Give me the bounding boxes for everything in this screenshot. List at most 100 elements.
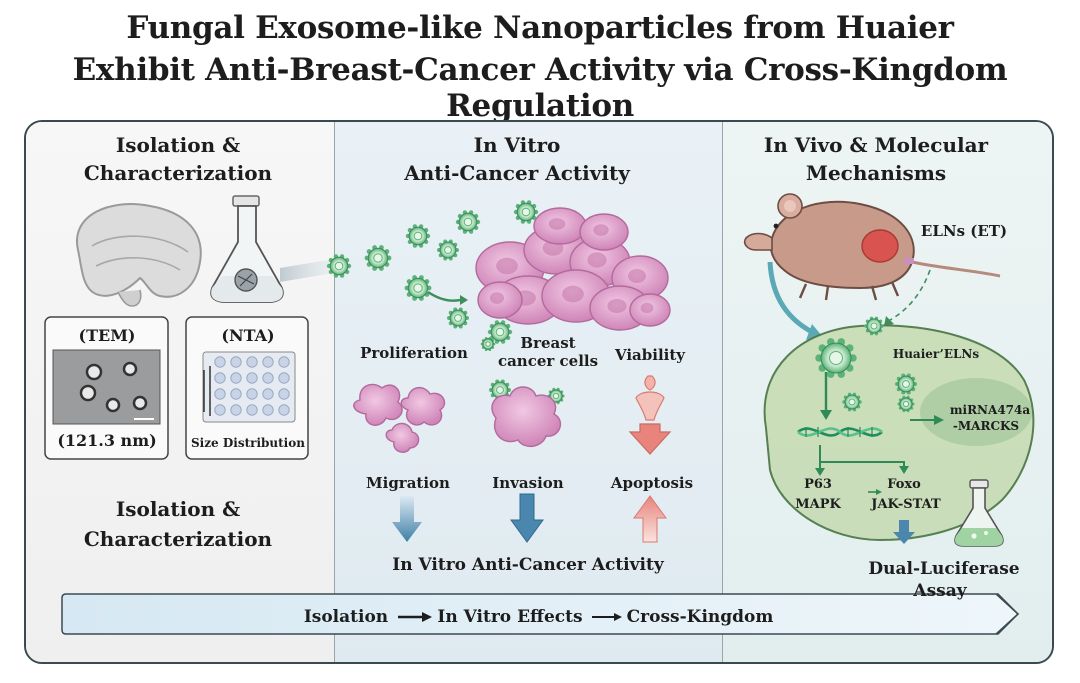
flow-step-isolation: Isolation bbox=[304, 607, 388, 627]
huaier-elns-label: Huaier’ELNs bbox=[893, 347, 980, 361]
nanoparticle bbox=[404, 275, 432, 301]
nanoparticle bbox=[437, 239, 459, 261]
transport-arrow bbox=[767, 261, 814, 335]
uptake-arrowhead bbox=[460, 295, 468, 305]
invasion-down-arrow bbox=[510, 493, 544, 543]
apoptosis-up-arrow bbox=[633, 495, 667, 543]
isolation-footer-l1: Isolation & bbox=[116, 497, 240, 521]
nucleus bbox=[920, 378, 1032, 446]
nanoparticle bbox=[455, 210, 481, 234]
cancer-cell bbox=[629, 293, 671, 327]
uptake-dashed-arrow bbox=[889, 269, 931, 321]
breast-cells-label-l2: cancer cells bbox=[498, 352, 598, 370]
nta-well bbox=[278, 388, 290, 400]
mirna-label-l2: -MARCKS bbox=[953, 419, 1019, 433]
in-vivo-heading-l1: In Vivo & Molecular bbox=[764, 133, 989, 157]
flow-step-in-vitro: In Vitro Effects bbox=[437, 607, 582, 627]
uptake-arrow bbox=[427, 290, 461, 302]
nta-well bbox=[246, 356, 258, 368]
nta-well bbox=[262, 404, 274, 416]
nanoparticle bbox=[364, 245, 392, 271]
tumor bbox=[861, 229, 899, 263]
mirna-label-l1: miRNA474a bbox=[950, 403, 1031, 417]
apoptosis-label: Apoptosis bbox=[610, 474, 693, 492]
assay-label-l1: Dual-Luciferase bbox=[868, 559, 1019, 579]
in-vivo-heading-l2: Mechanisms bbox=[806, 161, 946, 185]
nta-well bbox=[278, 356, 290, 368]
cancer-cell bbox=[579, 213, 629, 251]
flow-step-cross-kingdom: Cross-Kingdom bbox=[627, 607, 774, 627]
dna-helix-icon bbox=[797, 427, 883, 437]
nta-caption: Size Distribution bbox=[191, 436, 305, 450]
nta-well bbox=[262, 356, 274, 368]
nanoparticle bbox=[480, 336, 496, 352]
nta-well bbox=[230, 404, 242, 416]
nta-well bbox=[230, 356, 242, 368]
nanoparticle bbox=[487, 320, 513, 344]
isolation-heading-l2: Characterization bbox=[84, 161, 273, 185]
assay-flask-icon bbox=[954, 479, 1004, 547]
migration-down-arrow bbox=[392, 496, 422, 542]
viability-label: Viability bbox=[614, 346, 686, 364]
p63-label: P63 bbox=[804, 477, 832, 492]
nta-plate bbox=[202, 351, 296, 423]
nanoparticle bbox=[864, 316, 884, 336]
proliferation-label: Proliferation bbox=[360, 344, 468, 362]
viability-icon bbox=[628, 375, 672, 455]
isolation-footer-l2: Characterization bbox=[84, 527, 273, 551]
tem-vesicles bbox=[79, 361, 148, 413]
mouse-icon bbox=[743, 193, 1001, 301]
nta-well bbox=[262, 372, 274, 384]
nta-well bbox=[214, 372, 226, 384]
in-vitro-heading-l1: In Vitro bbox=[474, 133, 561, 157]
tem-label: (TEM) bbox=[79, 326, 136, 345]
foxo-label: Foxo bbox=[887, 477, 921, 492]
nta-well bbox=[246, 372, 258, 384]
nanoparticle bbox=[447, 307, 469, 329]
breast-cancer-cell-cluster bbox=[475, 207, 671, 331]
isolation-heading-l1: Isolation & bbox=[116, 133, 240, 157]
nta-well bbox=[214, 404, 226, 416]
in-vitro-footer: In Vitro Anti-Cancer Activity bbox=[392, 555, 665, 575]
mapk-label: MAPK bbox=[795, 497, 841, 512]
pathway-bracket bbox=[819, 445, 905, 468]
figure-title-line-1: Fungal Exosome-like Nanoparticles from H… bbox=[126, 10, 954, 46]
migration-label: Migration bbox=[366, 474, 450, 492]
nta-well bbox=[230, 388, 242, 400]
huaier-fungus-icon bbox=[75, 203, 202, 307]
nta-well bbox=[262, 388, 274, 400]
nta-label: (NTA) bbox=[221, 326, 274, 345]
nta-wells bbox=[214, 356, 290, 416]
nta-well bbox=[214, 388, 226, 400]
migration-cells bbox=[353, 383, 446, 453]
tem-image bbox=[52, 349, 161, 425]
cancer-cell bbox=[477, 281, 523, 319]
transfer-beam bbox=[280, 258, 340, 282]
cancer-cell bbox=[533, 207, 587, 245]
nanoparticle bbox=[326, 254, 352, 278]
nanoparticle bbox=[513, 200, 539, 224]
tem-size-label: (121.3 nm) bbox=[57, 431, 156, 450]
figure-title-line-2: Exhibit Anti-Breast-Cancer Activity via … bbox=[72, 52, 1008, 124]
elns-label: ELNs (ET) bbox=[921, 222, 1007, 240]
cell-nanoparticles bbox=[815, 316, 917, 413]
nta-well bbox=[278, 404, 290, 416]
nta-well bbox=[214, 356, 226, 368]
assay-label-l2: Assay bbox=[912, 581, 967, 601]
flow-arrow-2 bbox=[592, 613, 622, 621]
nta-well bbox=[246, 388, 258, 400]
nta-well bbox=[278, 372, 290, 384]
nta-well bbox=[230, 372, 242, 384]
nanoparticle bbox=[842, 392, 862, 412]
invasion-cells bbox=[491, 386, 562, 447]
invasion-label: Invasion bbox=[492, 474, 564, 492]
nanoparticle bbox=[897, 395, 915, 413]
jakstat-down-arrow bbox=[893, 520, 915, 544]
nanoparticle bbox=[405, 224, 431, 248]
breast-cells-label-l1: Breast bbox=[520, 334, 575, 352]
in-vitro-heading-l2: Anti-Cancer Activity bbox=[403, 161, 631, 185]
flow-arrow-1 bbox=[398, 612, 432, 622]
jakstat-label: JAK-STAT bbox=[870, 497, 941, 512]
nanoparticle bbox=[815, 338, 857, 378]
